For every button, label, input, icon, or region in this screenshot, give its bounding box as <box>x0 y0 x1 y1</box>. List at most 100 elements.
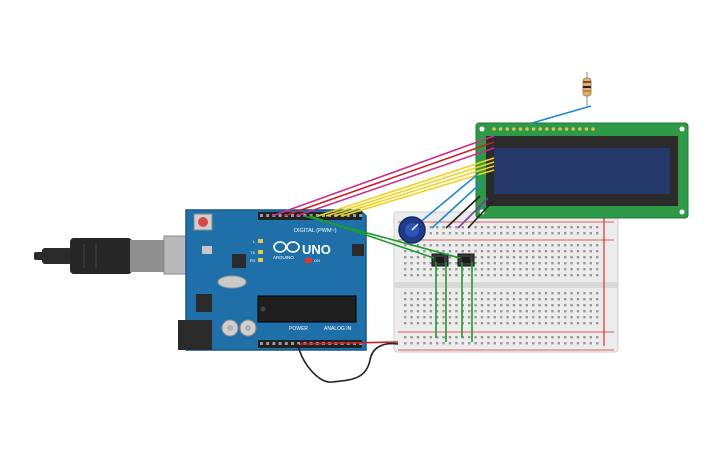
atmega-chip <box>257 295 357 323</box>
breadboard-hole <box>538 262 541 265</box>
breadboard-hole <box>551 336 554 339</box>
wire-black-lcd-2[interactable] <box>467 199 495 229</box>
arduino-uno[interactable]: DIGITAL (PWM~) POWER ANALOG IN UNO ARDUI… <box>178 209 367 351</box>
breadboard-hole <box>570 298 573 301</box>
breadboard-hole <box>583 316 586 319</box>
breadboard-hole <box>487 244 490 247</box>
breadboard-hole <box>410 322 413 325</box>
breadboard-hole <box>448 226 452 229</box>
breadboard-hole <box>544 226 548 229</box>
breadboard-hole <box>474 244 477 247</box>
breadboard-hole <box>493 292 496 295</box>
wire-green-2[interactable] <box>303 215 461 259</box>
breadboard-hole <box>532 292 535 295</box>
breadboard-hole <box>525 304 528 307</box>
resistor-band <box>583 81 591 83</box>
breadboard-hole <box>538 322 541 325</box>
wire-black-gnd[interactable] <box>297 342 399 383</box>
wire-blue-resistor[interactable] <box>531 105 592 124</box>
wire-yellow-4[interactable] <box>341 169 495 217</box>
breadboard-hole <box>551 342 554 345</box>
breadboard-hole <box>474 262 477 265</box>
breadboard-hole <box>423 262 426 265</box>
breadboard-hole <box>493 262 496 265</box>
capacitor-top <box>227 325 233 331</box>
breadboard-hole <box>544 256 548 259</box>
breadboard-hole <box>461 250 464 253</box>
breadboard-hole <box>596 292 599 295</box>
breadboard-hole <box>570 316 573 319</box>
breadboard-hole <box>423 274 426 277</box>
breadboard-hole <box>576 232 580 235</box>
resistor-band <box>583 90 591 92</box>
pushbutton-2-cap <box>462 257 470 263</box>
breadboard-hole <box>442 226 445 229</box>
breadboard-hole <box>404 342 407 345</box>
wire-magenta[interactable] <box>271 135 495 217</box>
tx-led <box>258 250 263 254</box>
breadboard-hole <box>576 310 580 313</box>
breadboard-hole <box>480 256 484 259</box>
breadboard-hole <box>436 292 439 295</box>
breadboard[interactable] <box>393 211 619 353</box>
lcd-16x2[interactable] <box>475 122 689 219</box>
breadboard-hole <box>487 304 490 307</box>
resistor[interactable] <box>582 72 592 106</box>
breadboard-hole <box>589 322 592 325</box>
breadboard-hole <box>519 226 522 229</box>
wire-red-lcd[interactable] <box>283 141 495 217</box>
wire-yellow-3[interactable] <box>333 165 495 217</box>
wire-purple[interactable] <box>457 197 489 229</box>
breadboard-hole <box>596 232 599 235</box>
breadboard-hole <box>442 232 445 235</box>
wire-magenta-2[interactable] <box>295 147 495 217</box>
lcd-pin <box>564 127 569 131</box>
breadboard-hole <box>500 268 503 271</box>
breadboard-hole <box>512 342 516 345</box>
wire-yellow-1[interactable] <box>317 157 495 217</box>
breadboard-hole <box>487 262 490 265</box>
breadboard-hole <box>525 342 528 345</box>
breadboard-hole <box>416 322 420 325</box>
wire-black-lcd[interactable] <box>445 195 481 229</box>
tx-led-label: TX <box>250 250 255 255</box>
breadboard-hole <box>576 244 580 247</box>
lcd-mount-hole <box>679 209 685 215</box>
usb-cable[interactable] <box>34 235 193 275</box>
breadboard-hole <box>429 226 432 229</box>
wire-blue-pot[interactable] <box>417 173 479 225</box>
potentiometer[interactable] <box>398 216 426 244</box>
breadboard-hole <box>436 232 439 235</box>
breadboard-hole <box>455 336 458 339</box>
wire-red-5v[interactable] <box>299 341 399 345</box>
breadboard-hole <box>423 244 426 247</box>
breadboard-hole <box>570 322 573 325</box>
breadboard-hole <box>493 232 496 235</box>
breadboard-hole <box>519 298 522 301</box>
breadboard-hole <box>506 244 509 247</box>
breadboard-hole <box>493 268 496 271</box>
header-pin <box>291 342 294 345</box>
breadboard-hole <box>404 250 407 253</box>
breadboard-hole <box>532 262 535 265</box>
breadboard-channel <box>394 282 618 288</box>
breadboard-hole <box>429 232 432 235</box>
breadboard-hole <box>519 292 522 295</box>
breadboard-hole <box>423 342 426 345</box>
breadboard-hole <box>551 274 554 277</box>
breadboard-hole <box>596 256 599 259</box>
breadboard-hole <box>429 322 432 325</box>
reset-button-cap <box>198 217 208 227</box>
breadboard-hole <box>538 250 541 253</box>
wire-blue-2[interactable] <box>431 181 483 229</box>
breadboard-hole <box>404 322 407 325</box>
lcd-mount-hole <box>679 126 685 132</box>
breadboard-hole <box>487 310 490 313</box>
breadboard-hole <box>557 310 560 313</box>
breadboard-hole <box>448 298 452 301</box>
lcd-pin <box>584 127 589 131</box>
breadboard-hole <box>570 342 573 345</box>
breadboard-hole <box>455 274 458 277</box>
wire-yellow-2[interactable] <box>325 161 495 217</box>
breadboard-hole <box>583 274 586 277</box>
